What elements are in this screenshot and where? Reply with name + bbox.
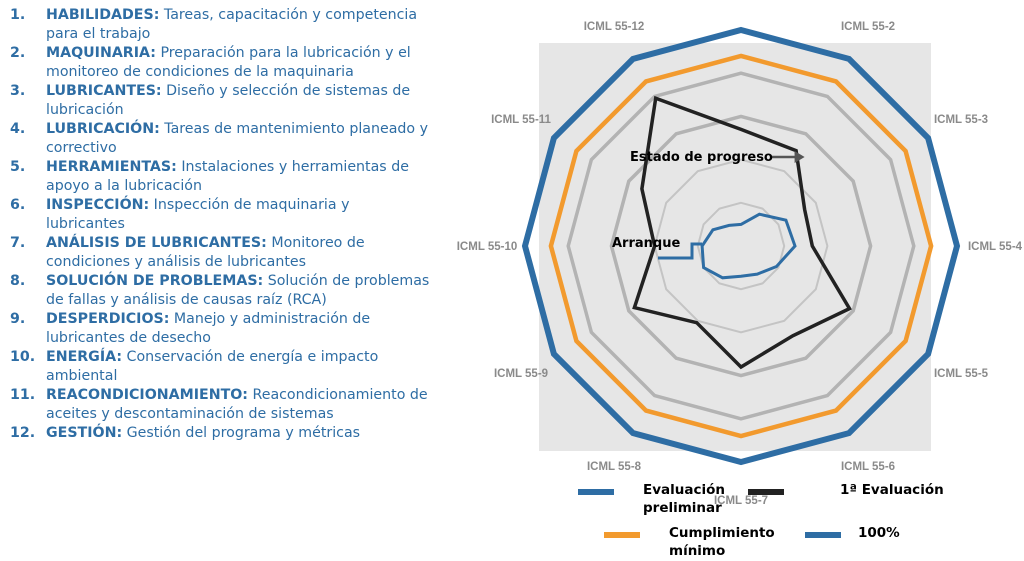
chart-background <box>539 43 931 451</box>
item-description: Manejo y administración de lubricantes d… <box>46 311 371 346</box>
legend-label: 100% <box>858 525 900 541</box>
series-line-0 <box>700 212 797 280</box>
item-description: Gestión del programa y métricas <box>122 425 361 441</box>
list-item: 5. HERRAMIENTAS: Instalaciones y herramie… <box>10 158 430 195</box>
series-line-2 <box>548 53 934 439</box>
axis-label: ICML 55-11 <box>491 114 551 126</box>
item-description: Conservación de energía e impacto ambien… <box>46 349 379 384</box>
list-item: 4. LUBRICACIÓN: Tareas de mantenimiento p… <box>10 120 430 157</box>
item-number: 8. <box>10 273 26 289</box>
grid-ring-3 <box>609 114 873 378</box>
axis-label: ICML 55-12 <box>584 21 645 33</box>
grid-ring-2 <box>653 158 829 334</box>
item-description: Diseño y selección de sistemas de lubric… <box>46 83 411 118</box>
category-list: 1. HABILIDADES: Tareas, capacitación y co… <box>10 6 430 443</box>
item-description: Solución de problemas de fallas y anális… <box>46 273 430 308</box>
legend-swatch-0 <box>578 489 614 495</box>
item-number: 9. <box>10 311 26 327</box>
list-item: 6. INSPECCIÓN: Inspección de maquinaria y… <box>10 196 430 233</box>
item-description: Preparación para la lubricación y el mon… <box>46 45 411 80</box>
axis-label: ICML 55-5 <box>934 368 989 380</box>
item-number: 1. <box>10 7 26 23</box>
item-number: 3. <box>10 83 26 99</box>
legend-swatch-1 <box>748 489 784 495</box>
list-item: 10. ENERGÍA: Conservación de energía e im… <box>10 348 430 385</box>
series-line-3 <box>521 26 961 466</box>
item-title: LUBRICACIÓN: <box>46 121 160 137</box>
legend-label: preliminar <box>643 500 722 516</box>
item-number: 5. <box>10 159 26 175</box>
annotation-arrowhead-progress <box>794 151 805 163</box>
legend-swatch-2 <box>604 532 640 538</box>
list-item: 12. GESTIÓN: Gestión del programa y métri… <box>10 424 430 443</box>
item-description: Inspección de maquinaria y lubricantes <box>46 197 350 232</box>
item-description: Tareas, capacitación y competencia para … <box>46 7 418 42</box>
item-description: Instalaciones y herramientas de apoyo a … <box>46 159 409 194</box>
item-number: 6. <box>10 197 26 213</box>
series-line-1 <box>632 95 852 370</box>
legend-label: 1ª Evaluación <box>840 482 944 498</box>
item-number: 12. <box>10 425 36 441</box>
item-title: INSPECCIÓN: <box>46 197 150 213</box>
legend-label: mínimo <box>669 543 725 559</box>
item-description: Reacondicionamiento de aceites y descont… <box>46 387 428 422</box>
list-item: 11. REACONDICIONAMIENTO: Reacondicionamie… <box>10 386 430 423</box>
list-item: 2. MAQUINARIA: Preparación para la lubric… <box>10 44 430 81</box>
axis-label: ICML 55-8 <box>587 461 642 473</box>
axis-label: ICML 55-9 <box>494 368 548 380</box>
grid-ring-4 <box>566 71 916 421</box>
axis-label: ICML 55-3 <box>934 114 988 126</box>
item-title: GESTIÓN: <box>46 425 123 441</box>
axis-label: ICML 55-2 <box>841 21 895 33</box>
item-number: 10. <box>10 349 36 365</box>
list-item: 1. HABILIDADES: Tareas, capacitación y co… <box>10 6 430 43</box>
annotation-arranque: Arranque <box>612 236 680 251</box>
item-title: DESPERDICIOS: <box>46 311 170 327</box>
item-title: HERRAMIENTAS: <box>46 159 177 175</box>
list-item: 7. ANÁLISIS DE LUBRICANTES: Monitoreo de … <box>10 234 430 271</box>
grid-ring-1 <box>696 201 786 291</box>
axis-label: ICML 55-10 <box>457 241 518 253</box>
axis-label: ICML 55-4 <box>968 241 1023 253</box>
axis-label: ICML 55-7 <box>714 495 768 507</box>
item-title: SOLUCIÓN DE PROBLEMAS: <box>46 273 264 289</box>
annotation-arrow-start <box>658 242 702 260</box>
legend-label: Evaluación <box>643 482 725 498</box>
list-item: 3. LUBRICANTES: Diseño y selección de sis… <box>10 82 430 119</box>
list-item: 8. SOLUCIÓN DE PROBLEMAS: Solución de pro… <box>10 272 430 309</box>
item-title: ENERGÍA: <box>46 349 123 365</box>
item-number: 4. <box>10 121 26 137</box>
item-number: 7. <box>10 235 26 251</box>
legend-label: Cumplimiento <box>669 525 775 541</box>
item-title: HABILIDADES: <box>46 7 160 23</box>
item-number: 11. <box>10 387 36 403</box>
item-description: Monitoreo de condiciones y análisis de l… <box>46 235 365 270</box>
item-number: 2. <box>10 45 26 61</box>
item-description: Tareas de mantenimiento planeado y corre… <box>46 121 428 156</box>
legend-swatch-3 <box>805 532 841 538</box>
annotation-estado-de-progreso: Estado de progreso <box>630 150 773 165</box>
list-item: 9. DESPERDICIOS: Manejo y administración … <box>10 310 430 347</box>
item-title: REACONDICIONAMIENTO: <box>46 387 248 403</box>
item-title: MAQUINARIA: <box>46 45 156 61</box>
axis-label: ICML 55-6 <box>841 461 895 473</box>
item-title: LUBRICANTES: <box>46 83 162 99</box>
item-title: ANÁLISIS DE LUBRICANTES: <box>46 235 267 251</box>
